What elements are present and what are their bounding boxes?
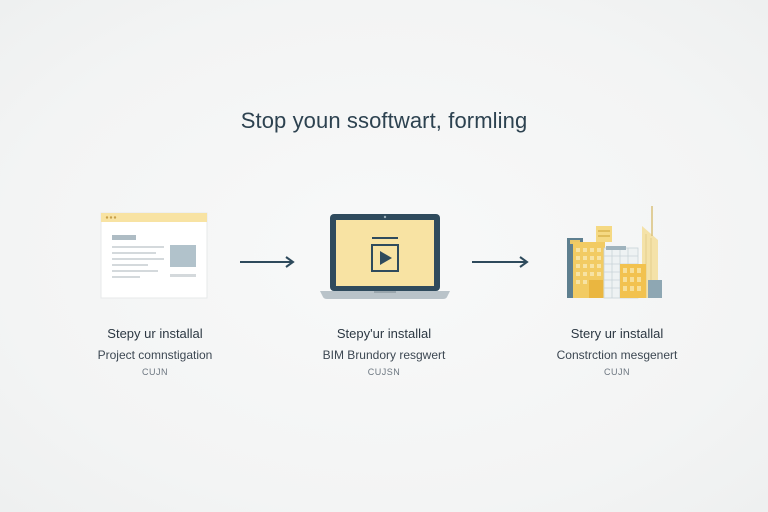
arrow-right-icon [240, 256, 295, 268]
city-buildings-icon [567, 206, 662, 299]
laptop-play-icon [320, 214, 450, 299]
step-description: BIM Brundory resgwert [322, 348, 446, 362]
browser-window-icon [100, 212, 208, 299]
step-label: Stepy'ur installal [336, 326, 432, 341]
step-1-text: Stepy ur installal Project comnstigation… [55, 326, 255, 377]
step-tag: CUJN [142, 367, 168, 377]
page-title: Stop youn ssoftwart, formling [240, 108, 528, 133]
step-description: Constrction mesgenert [556, 348, 678, 362]
step-2-text: Stepy'ur installal BIM Brundory resgwert… [284, 326, 484, 377]
step-label: Stepy ur installal [107, 326, 203, 341]
step-3-text: Stery ur installal Constrction mesgenert… [517, 326, 717, 377]
arrow-right-icon [472, 256, 529, 268]
step-tag: CUJSN [367, 367, 401, 377]
step-description: Project comnstigation [97, 348, 213, 362]
step-tag: CUJN [604, 367, 630, 377]
step-label: Stery ur installal [570, 326, 664, 341]
